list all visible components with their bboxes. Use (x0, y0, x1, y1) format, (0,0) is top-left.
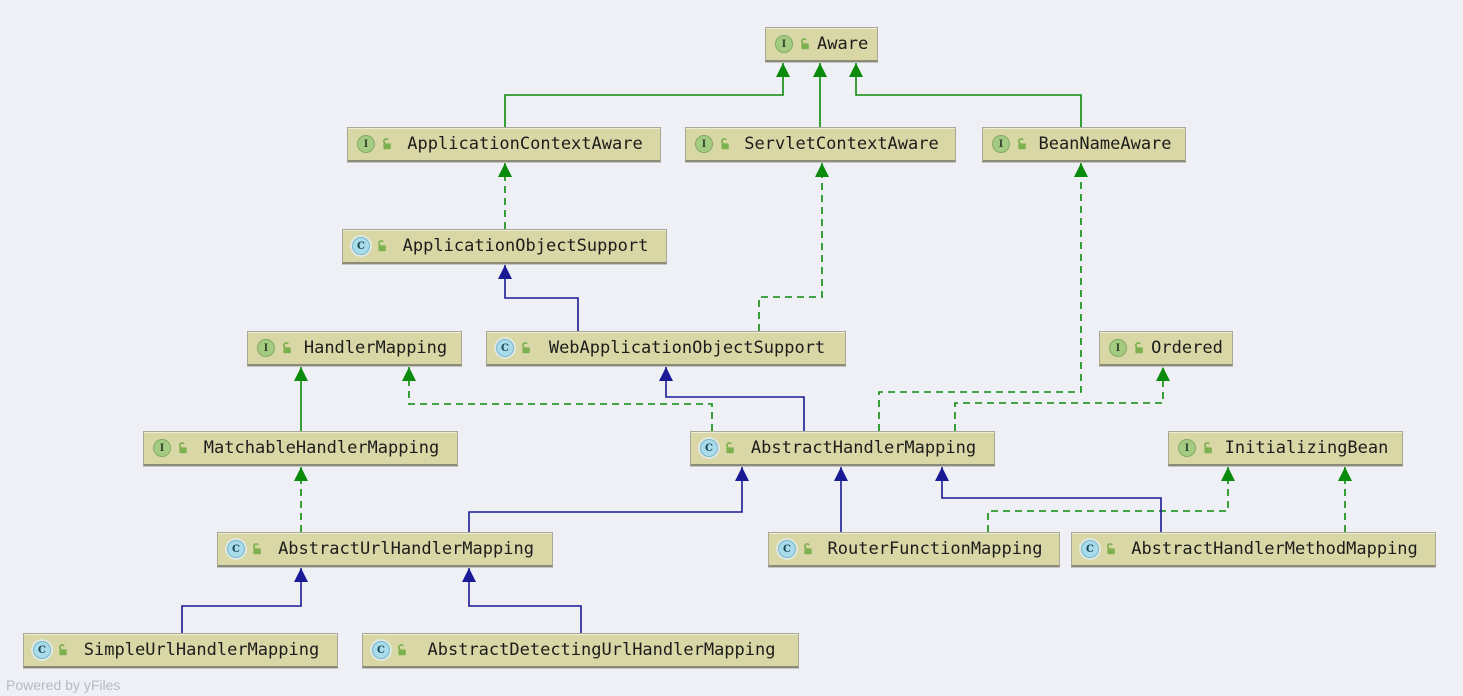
extends-arrowhead-icon (776, 63, 790, 77)
node-label: AbstractDetectingUrlHandlerMapping (427, 640, 776, 660)
open-lock-icon (395, 643, 409, 657)
node-application-object-support[interactable]: C ApplicationObjectSupport (342, 229, 667, 264)
node-label: ApplicationContextAware (407, 134, 643, 154)
open-lock-icon (1015, 137, 1029, 151)
node-label: ServletContextAware (744, 134, 939, 154)
node-initializing-bean[interactable]: I InitializingBean (1168, 431, 1403, 466)
node-label: AbstractHandlerMethodMapping (1131, 539, 1418, 559)
open-lock-icon (718, 137, 732, 151)
node-label: ApplicationObjectSupport (402, 236, 649, 256)
edge-simple-url-handler-mapping-to-abstract-url-handler-mapping (181, 568, 302, 633)
node-handler-mapping[interactable]: I HandlerMapping (247, 331, 462, 366)
node-label: WebApplicationObjectSupport (548, 338, 826, 358)
edge-abstract-handler-method-mapping-to-abstract-handler-mapping (941, 467, 1162, 532)
node-label: RouterFunctionMapping (827, 539, 1043, 559)
edge-abstract-url-handler-mapping-to-abstract-handler-mapping (468, 467, 743, 532)
implements-arrowhead-icon (294, 467, 308, 481)
node-label: SimpleUrlHandlerMapping (83, 640, 320, 660)
edge-abstract-handler-mapping-to-handler-mapping (408, 367, 713, 431)
node-simple-url-handler-mapping[interactable]: C SimpleUrlHandlerMapping (23, 633, 338, 668)
interface-icon: I (357, 135, 375, 153)
node-router-function-mapping[interactable]: C RouterFunctionMapping (768, 532, 1060, 567)
extends-arrowhead-icon (834, 467, 848, 481)
open-lock-icon (280, 341, 294, 355)
node-application-context-aware[interactable]: I ApplicationContextAware (347, 127, 661, 162)
implements-arrowhead-icon (815, 163, 829, 177)
edge-abstract-handler-mapping-to-bean-name-aware (878, 163, 1082, 431)
interface-icon: I (695, 135, 713, 153)
edge-abstract-handler-mapping-to-ordered (954, 367, 1164, 431)
edge-application-context-aware-to-aware (504, 63, 784, 127)
open-lock-icon (250, 542, 264, 556)
node-label: AbstractHandlerMapping (750, 438, 977, 458)
node-label: HandlerMapping (303, 338, 448, 358)
edge-abstract-detecting-url-handler-mapping-to-abstract-url-handler-mapping (468, 568, 582, 633)
node-ordered[interactable]: I Ordered (1099, 331, 1233, 366)
interface-icon: I (992, 135, 1010, 153)
node-aware[interactable]: I Aware (765, 27, 878, 62)
interface-icon: I (1109, 339, 1127, 357)
node-label: AbstractUrlHandlerMapping (278, 539, 534, 559)
yfiles-watermark: Powered by yFiles (6, 677, 121, 693)
node-servlet-context-aware[interactable]: I ServletContextAware (685, 127, 956, 162)
extends-arrowhead-icon (659, 367, 673, 381)
class-icon: C (778, 540, 796, 558)
node-label: Aware (817, 34, 869, 54)
interface-icon: I (257, 339, 275, 357)
implements-arrowhead-icon (1074, 163, 1088, 177)
interface-icon: I (1178, 439, 1196, 457)
node-web-application-object-support[interactable]: C WebApplicationObjectSupport (486, 331, 846, 366)
extends-arrowhead-icon (735, 467, 749, 481)
open-lock-icon (380, 137, 394, 151)
node-label: BeanNameAware (1038, 134, 1172, 154)
node-abstract-handler-mapping[interactable]: C AbstractHandlerMapping (690, 431, 995, 466)
class-icon: C (700, 439, 718, 457)
extends-arrowhead-icon (935, 467, 949, 481)
class-icon: C (372, 641, 390, 659)
implements-arrowhead-icon (402, 367, 416, 381)
interface-icon: I (775, 35, 793, 53)
node-bean-name-aware[interactable]: I BeanNameAware (982, 127, 1186, 162)
open-lock-icon (176, 441, 190, 455)
implements-arrowhead-icon (1338, 467, 1352, 481)
edge-router-function-mapping-to-initializing-bean (987, 467, 1229, 532)
node-abstract-detecting-url-handler-mapping[interactable]: C AbstractDetectingUrlHandlerMapping (362, 633, 799, 668)
extends-arrowhead-icon (294, 367, 308, 381)
node-label: Ordered (1151, 338, 1223, 358)
extends-arrowhead-icon (849, 63, 863, 77)
open-lock-icon (801, 542, 815, 556)
class-icon: C (352, 237, 370, 255)
node-abstract-handler-method-mapping[interactable]: C AbstractHandlerMethodMapping (1071, 532, 1436, 567)
open-lock-icon (56, 643, 70, 657)
node-label: MatchableHandlerMapping (203, 438, 440, 458)
extends-arrowhead-icon (498, 265, 512, 279)
extends-arrowhead-icon (462, 568, 476, 582)
edge-bean-name-aware-to-aware (855, 63, 1082, 127)
extends-arrowhead-icon (813, 63, 827, 77)
implements-arrowhead-icon (498, 163, 512, 177)
open-lock-icon (1201, 441, 1215, 455)
edge-abstract-handler-mapping-to-web-application-object-support (665, 367, 805, 431)
interface-icon: I (153, 439, 171, 457)
open-lock-icon (1132, 341, 1146, 355)
extends-arrowhead-icon (294, 568, 308, 582)
edge-web-application-object-support-to-servlet-context-aware (758, 163, 823, 331)
node-matchable-handler-mapping[interactable]: I MatchableHandlerMapping (143, 431, 458, 466)
open-lock-icon (723, 441, 737, 455)
node-abstract-url-handler-mapping[interactable]: C AbstractUrlHandlerMapping (217, 532, 553, 567)
edge-web-application-object-support-to-application-object-support (504, 265, 579, 331)
class-icon: C (496, 339, 514, 357)
open-lock-icon (519, 341, 533, 355)
class-icon: C (227, 540, 245, 558)
implements-arrowhead-icon (1221, 467, 1235, 481)
node-label: InitializingBean (1224, 438, 1389, 458)
implements-arrowhead-icon (1156, 367, 1170, 381)
open-lock-icon (1104, 542, 1118, 556)
open-lock-icon (375, 239, 389, 253)
open-lock-icon (798, 37, 812, 51)
class-icon: C (33, 641, 51, 659)
class-icon: C (1081, 540, 1099, 558)
